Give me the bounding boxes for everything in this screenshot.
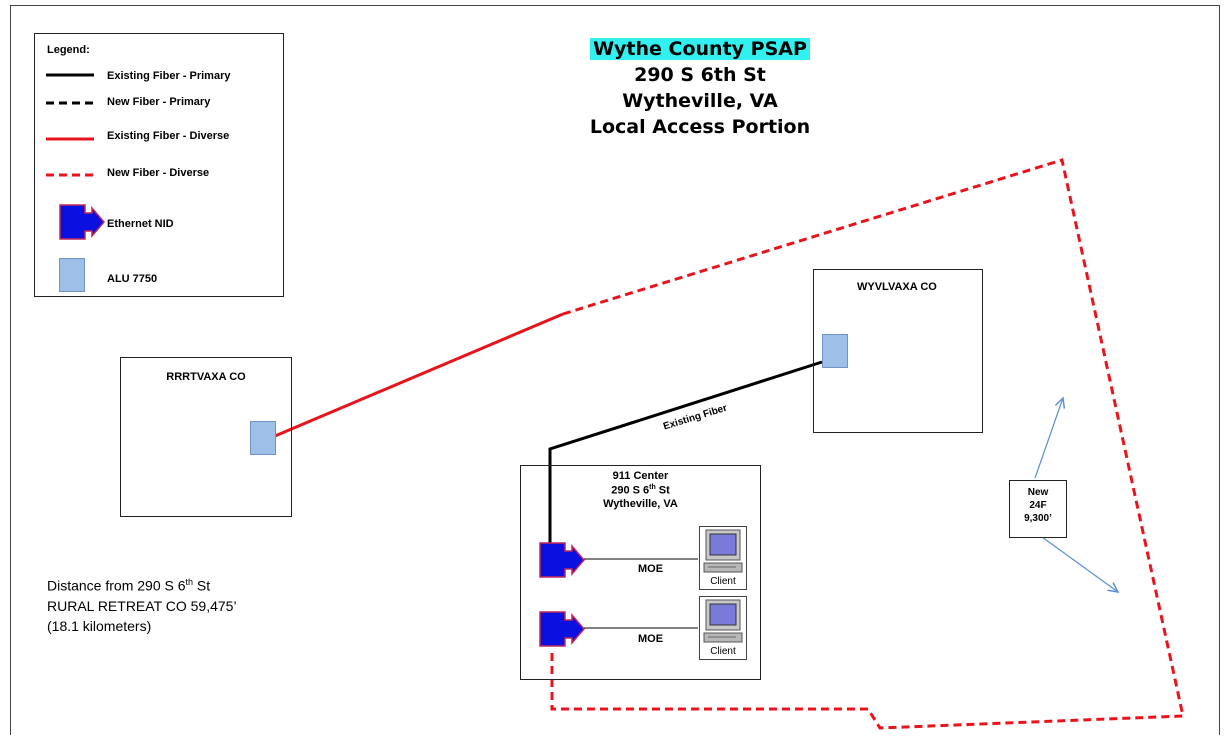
distance-note-ordinal: th xyxy=(185,577,194,587)
ethernet-nid-1 xyxy=(539,542,585,578)
911-center-name: 911 Center xyxy=(612,470,669,482)
911-center-address-street: St xyxy=(655,484,670,497)
rrrtvaxa-alu-icon xyxy=(250,421,276,455)
client-label-1: Client xyxy=(710,576,736,587)
legend-item-new-diverse: New Fiber - Diverse xyxy=(107,167,210,179)
computer-icon xyxy=(703,529,743,573)
legend-item-ethernet-nid: Ethernet NID xyxy=(107,218,174,230)
existing-primary-fiber xyxy=(548,360,823,545)
legend-item-existing-diverse: Existing Fiber - Diverse xyxy=(107,130,230,142)
client-workstation-2: Client xyxy=(699,596,747,660)
legend-heading: Legend: xyxy=(47,44,90,56)
ethernet-nid-2 xyxy=(539,611,585,647)
911-center-address-number: 290 S 6 xyxy=(611,484,650,497)
distance-note-line2: RURAL RETREAT CO 59,475’ xyxy=(47,597,237,614)
new-fiber-arrow-down xyxy=(1041,536,1118,592)
911-center-address: 290 S 6th St xyxy=(521,484,760,497)
computer-icon xyxy=(703,599,743,643)
rrrtvaxa-co-box: RRRTVAXA CO xyxy=(120,357,292,517)
legend-item-existing-primary: Existing Fiber - Primary xyxy=(107,70,231,82)
title-subtitle: Local Access Portion xyxy=(589,116,811,138)
rrrtvaxa-co-label: RRRTVAXA CO xyxy=(166,371,246,383)
new-fiber-callout-line2: 24F xyxy=(1029,500,1047,511)
distance-note-line1-text: Distance from 290 S 6 xyxy=(47,577,186,594)
new-fiber-arrow-up xyxy=(1034,398,1063,479)
client-workstation-1: Client xyxy=(699,526,747,590)
new-fiber-callout: New 24F 9,300’ xyxy=(1009,480,1067,538)
legend-box: Legend: Existing Fiber - Primary New Fib… xyxy=(34,33,284,297)
title-block: Wythe County PSAP 290 S 6th St Wythevill… xyxy=(560,36,840,140)
existing-diverse-fiber xyxy=(274,312,564,438)
legend-nid-icon xyxy=(59,204,105,240)
title-address: 290 S 6th St xyxy=(634,64,766,86)
legend-item-new-primary: New Fiber - Primary xyxy=(107,96,211,108)
new-diverse-fiber xyxy=(550,158,1185,730)
wyvlvaxa-co-label: WYVLVAXA CO xyxy=(857,281,937,293)
new-fiber-callout-line1: New xyxy=(1027,487,1049,498)
distance-note-line3: (18.1 kilometers) xyxy=(47,617,152,634)
title-city: Wytheville, VA xyxy=(622,90,778,112)
distance-note: Distance from 290 S 6th St RURAL RETREAT… xyxy=(47,572,237,636)
distance-note-line1: Distance from 290 S 6th St xyxy=(47,572,237,596)
legend-alu-icon xyxy=(59,258,85,292)
new-fiber-callout-line3: 9,300’ xyxy=(1024,513,1052,524)
client-label-2: Client xyxy=(710,646,736,657)
distance-note-street: St xyxy=(193,577,211,594)
911-center-city: Wytheville, VA xyxy=(603,498,678,510)
moe-label-2: MOE xyxy=(638,633,664,645)
title-highlighted: Wythe County PSAP xyxy=(590,38,810,60)
wyvlvaxa-alu-icon xyxy=(822,334,848,368)
911-center-box: 911 Center 290 S 6th St Wytheville, VA M… xyxy=(520,465,761,680)
911-center-address-ordinal: th xyxy=(649,484,656,491)
wyvlvaxa-co-box: WYVLVAXA CO xyxy=(813,269,983,433)
outer-frame xyxy=(10,5,1220,735)
moe-label-1: MOE xyxy=(638,563,664,575)
legend-item-alu-7750: ALU 7750 xyxy=(107,273,158,285)
